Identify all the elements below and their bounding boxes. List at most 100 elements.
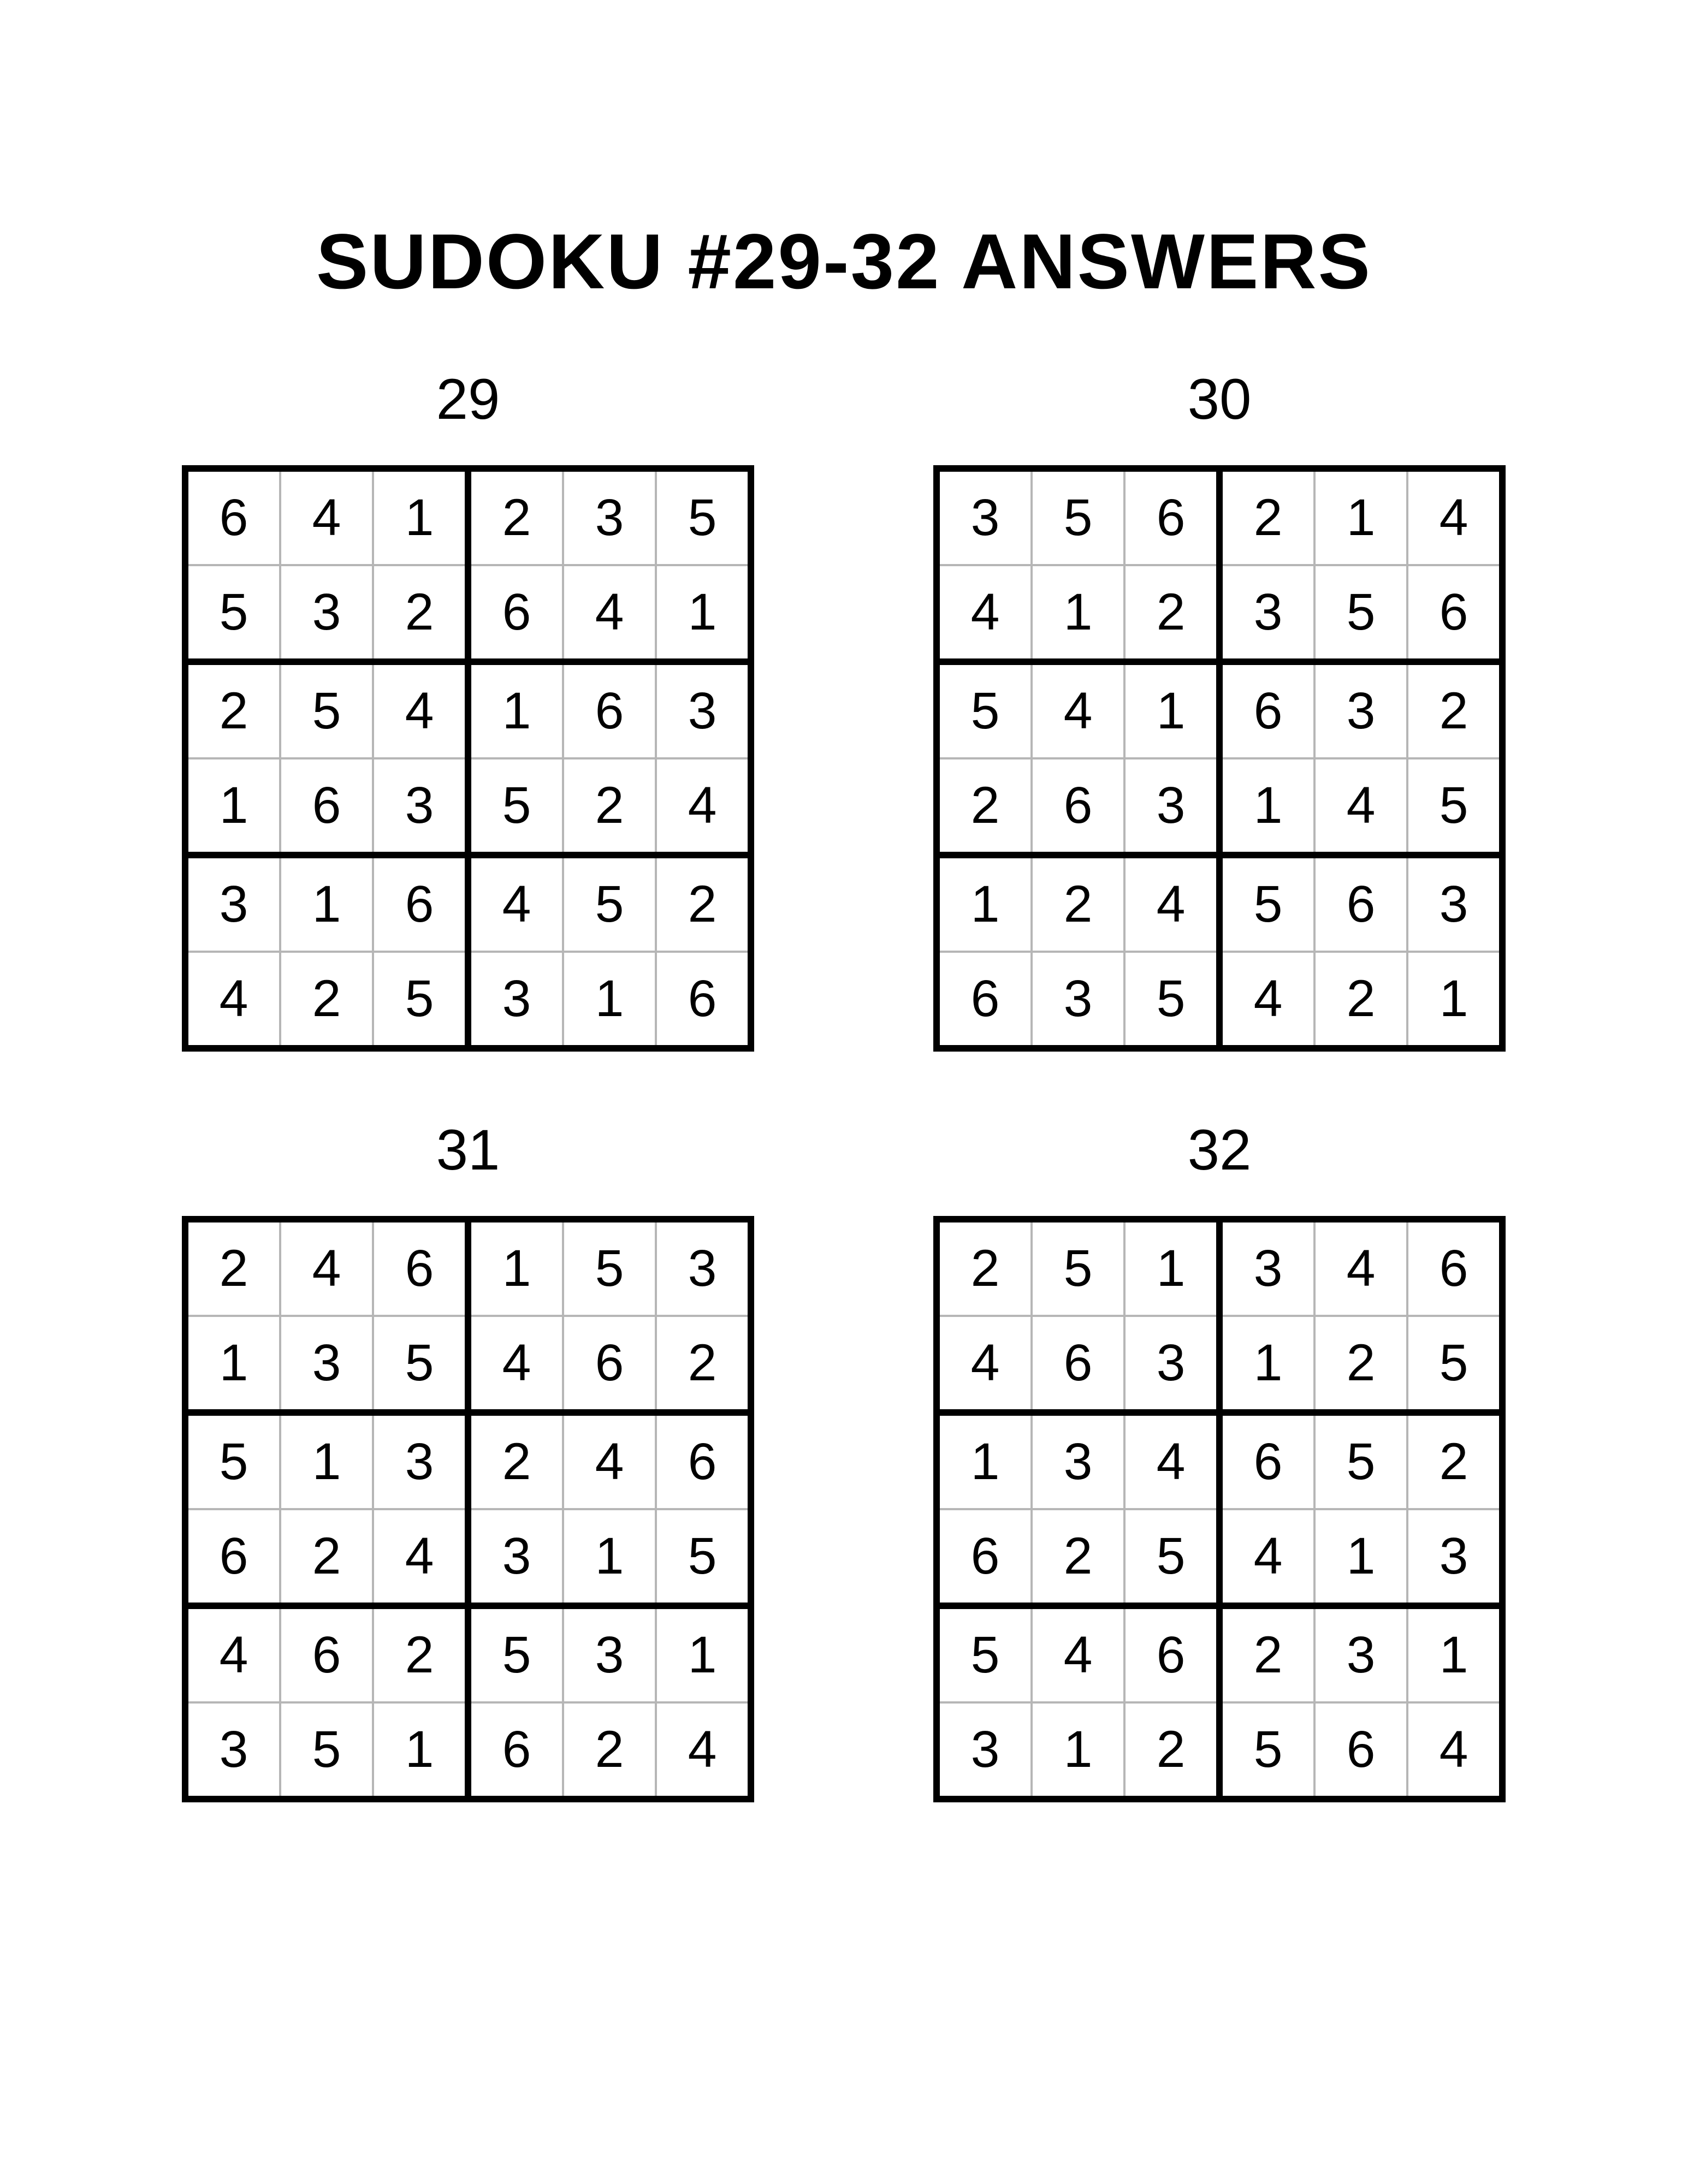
sudoku-cell: 5 (465, 757, 564, 858)
sudoku-cell: 1 (1123, 658, 1223, 759)
sudoku-cell: 6 (279, 757, 374, 858)
sudoku-cell: 4 (372, 1508, 471, 1609)
sudoku-cell: 1 (562, 1508, 657, 1609)
sudoku-cell: 6 (1216, 1409, 1316, 1510)
sudoku-cell: 6 (1313, 852, 1408, 953)
sudoku-cell: 5 (655, 467, 752, 566)
sudoku-cell: 5 (372, 1315, 471, 1416)
sudoku-cell: 5 (935, 658, 1033, 759)
sudoku-cell: 4 (1123, 852, 1223, 953)
sudoku-cell: 6 (1406, 564, 1503, 665)
sudoku-cell: 1 (1313, 1508, 1408, 1609)
sudoku-cell: 6 (655, 951, 752, 1049)
sudoku-cell: 4 (655, 757, 752, 858)
sudoku-cell: 4 (1313, 1218, 1408, 1317)
sudoku-cell: 5 (655, 1508, 752, 1609)
sudoku-cell: 6 (184, 467, 281, 566)
sudoku-cell: 2 (279, 951, 374, 1049)
sudoku-cell: 3 (655, 1218, 752, 1317)
sudoku-cell: 4 (279, 467, 374, 566)
sudoku-cell: 6 (184, 1508, 281, 1609)
sudoku-cell: 6 (1406, 1218, 1503, 1317)
sudoku-cell: 6 (465, 564, 564, 665)
page-title: SUDOKU #29-32 ANSWERS (316, 218, 1372, 305)
sudoku-cell: 2 (465, 1409, 564, 1510)
sudoku-cell: 1 (1313, 467, 1408, 566)
sudoku-cell: 4 (935, 564, 1033, 665)
sudoku-cell: 5 (562, 852, 657, 953)
sudoku-cell: 3 (562, 467, 657, 566)
puzzle-31-label: 31 (436, 1118, 500, 1182)
sudoku-cell: 2 (1030, 1508, 1126, 1609)
sudoku-cell: 4 (655, 1701, 752, 1800)
sudoku-cell: 5 (465, 1603, 564, 1704)
sudoku-cell: 3 (1123, 757, 1223, 858)
sudoku-cell: 2 (1216, 1603, 1316, 1704)
sudoku-cell: 1 (655, 1603, 752, 1704)
sudoku-cell: 5 (184, 564, 281, 665)
sudoku-cell: 3 (465, 1508, 564, 1609)
sudoku-cell: 1 (935, 1409, 1033, 1510)
sudoku-cell: 3 (1216, 564, 1316, 665)
sudoku-cell: 5 (935, 1603, 1033, 1704)
puzzle-32-label: 32 (1187, 1118, 1252, 1182)
sudoku-cell: 1 (1406, 951, 1503, 1049)
sudoku-cell: 5 (1313, 564, 1408, 665)
sudoku-cell: 2 (372, 1603, 471, 1704)
sudoku-cell: 2 (1313, 1315, 1408, 1416)
sudoku-cell: 2 (1313, 951, 1408, 1049)
sudoku-cell: 4 (562, 564, 657, 665)
sudoku-cell: 1 (184, 757, 281, 858)
sudoku-cell: 1 (279, 1409, 374, 1510)
sudoku-cell: 4 (1030, 658, 1126, 759)
sudoku-cell: 2 (562, 757, 657, 858)
sudoku-cell: 1 (1030, 1701, 1126, 1800)
sudoku-cell: 4 (1123, 1409, 1223, 1510)
sudoku-cell: 5 (1030, 1218, 1126, 1317)
sudoku-cell: 4 (935, 1315, 1033, 1416)
sudoku-cell: 2 (184, 658, 281, 759)
sudoku-cell: 4 (1406, 1701, 1503, 1800)
sudoku-cell: 2 (562, 1701, 657, 1800)
sudoku-cell: 6 (1313, 1701, 1408, 1800)
sudoku-cell: 2 (1123, 564, 1223, 665)
sudoku-cell: 1 (372, 467, 471, 566)
sudoku-cell: 4 (1216, 1508, 1316, 1609)
sudoku-cell: 4 (279, 1218, 374, 1317)
sudoku-cell: 2 (184, 1218, 281, 1317)
sudoku-cell: 1 (1030, 564, 1126, 665)
sudoku-cell: 4 (184, 1603, 281, 1704)
sudoku-cell: 2 (279, 1508, 374, 1609)
sudoku-cell: 5 (279, 1701, 374, 1800)
sudoku-cell: 3 (1406, 1508, 1503, 1609)
sudoku-cell: 5 (562, 1218, 657, 1317)
sudoku-cell: 5 (1216, 852, 1316, 953)
sudoku-cell: 1 (935, 852, 1033, 953)
sudoku-cell: 4 (184, 951, 281, 1049)
sudoku-cell: 5 (1216, 1701, 1316, 1800)
sudoku-cell: 3 (1030, 951, 1126, 1049)
sudoku-cell: 2 (1216, 467, 1316, 566)
sudoku-cell: 4 (1406, 467, 1503, 566)
sudoku-cell: 6 (372, 1218, 471, 1317)
sudoku-cell: 3 (465, 951, 564, 1049)
sudoku-cell: 4 (1216, 951, 1316, 1049)
